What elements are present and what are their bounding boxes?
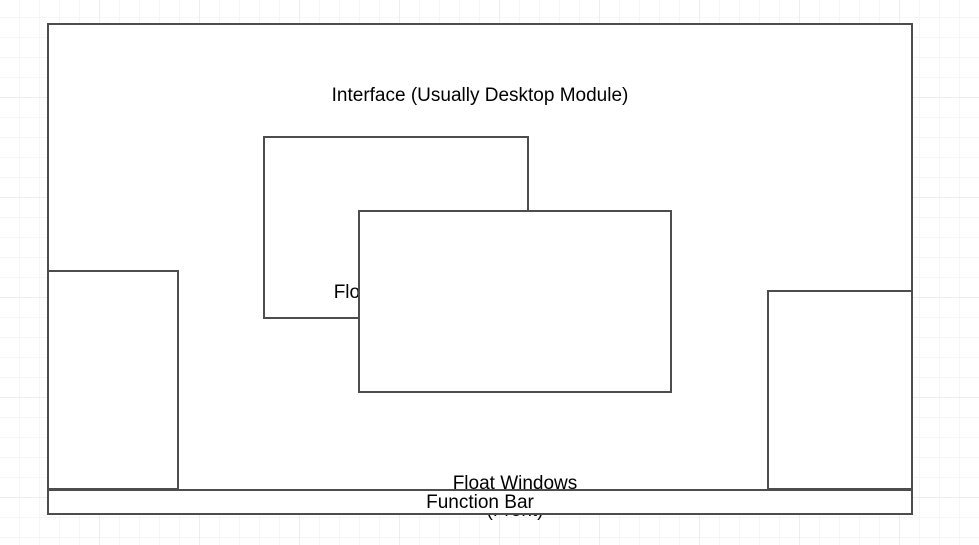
device-mounting-manager-box[interactable]: Device Mounting Manager (767, 290, 913, 490)
list-menu-box[interactable]: List Menu (47, 270, 179, 490)
function-bar-label: Function Bar (426, 492, 534, 513)
interface-label: Interface (Usually Desktop Module) (331, 85, 629, 106)
function-bar-box[interactable]: Function Bar (47, 489, 913, 515)
float-window-front-box[interactable]: Float Windows (Front) (358, 210, 672, 521)
